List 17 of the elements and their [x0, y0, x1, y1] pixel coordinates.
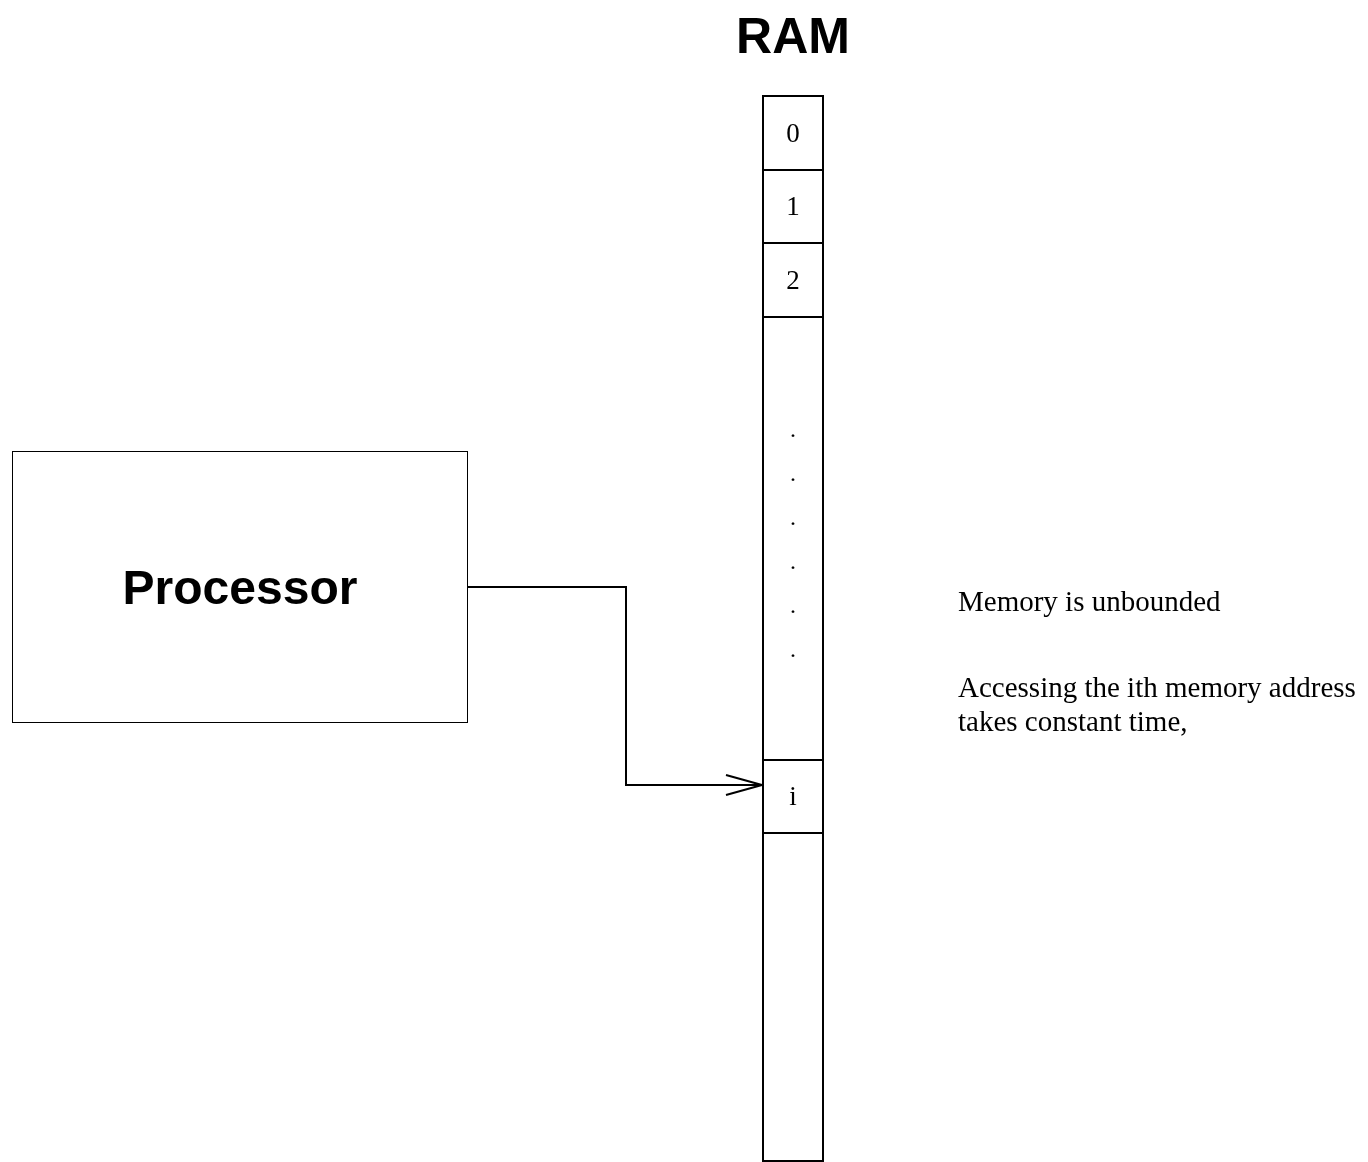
- memory-cell: [762, 832, 824, 1162]
- processor-box: [12, 451, 468, 723]
- ellipsis: . . . . . .: [790, 414, 796, 664]
- box-label: Processor: [122, 559, 358, 615]
- cell-address: 2: [786, 264, 800, 296]
- note-text: Accessing the ith memory address takes constant time,: [958, 670, 1357, 738]
- cell-address: 1: [786, 191, 800, 222]
- note-text: Memory is unbounded: [958, 584, 1222, 618]
- memory-cell: [762, 171, 824, 244]
- ellipsis-cell: [762, 318, 824, 761]
- array-heading: RAM: [735, 8, 851, 64]
- cell-address: i: [789, 781, 797, 812]
- cell-address: 0: [786, 117, 800, 149]
- memory-cell: [762, 244, 824, 318]
- memory-cell: [762, 761, 824, 834]
- memory-cell: [762, 97, 824, 171]
- arrow: [467, 586, 763, 796]
